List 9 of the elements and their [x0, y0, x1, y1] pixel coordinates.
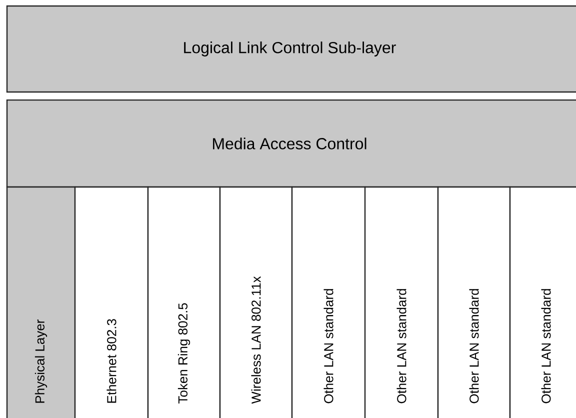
standard-column: Token Ring 802.5 — [147, 186, 221, 418]
standard-column: Other LAN standard — [509, 186, 576, 418]
standard-column: Ethernet 802.3 — [74, 186, 149, 418]
standard-column: Other LAN standard — [364, 186, 439, 418]
standard-column: Other LAN standard — [291, 186, 366, 418]
layer-box: Logical Link Control Sub-layer — [6, 5, 576, 93]
standard-column: Wireless LAN 802.11x — [219, 186, 293, 418]
standard-column: Other LAN standard — [437, 186, 511, 418]
layer-column: Physical Layer — [6, 186, 76, 418]
